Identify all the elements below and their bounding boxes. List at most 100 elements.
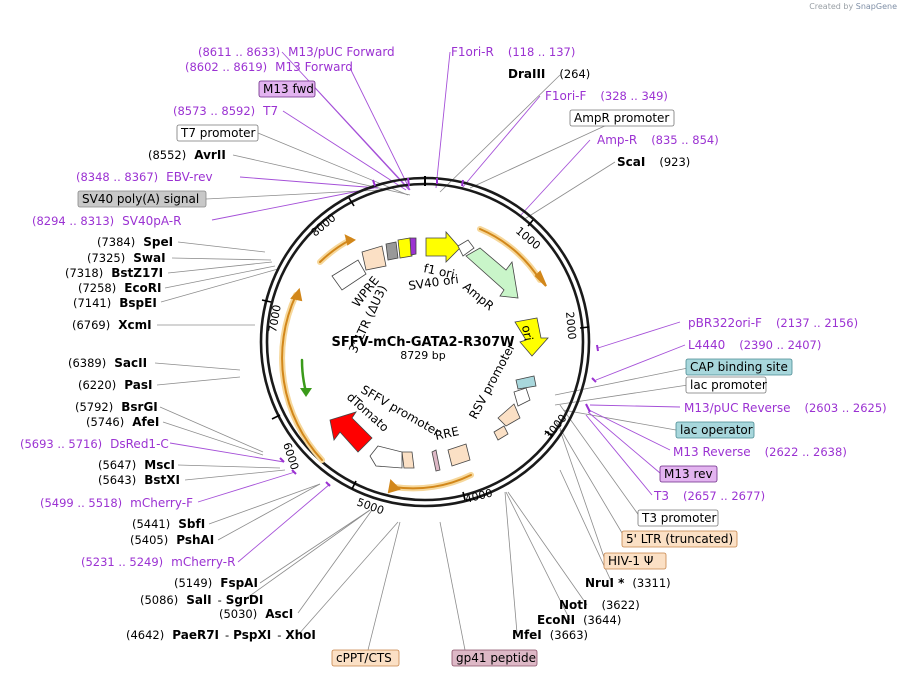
primer-m13puc-forward-name: M13/pUC Forward [288,45,395,59]
site-xcmi-pos: (6769) [72,318,110,332]
site-sacii-pos: (6389) [68,356,106,370]
site-pshai-name: PshAI [176,533,214,547]
site-pasi-name: PasI [124,378,152,392]
primer-m13-forward-pos: (8602 .. 8619) [185,60,267,74]
svg-text:(8611 .. 8633)M13/pUC Forward: (8611 .. 8633) M13/pUC Forward [198,45,395,59]
leader-avrii [232,154,411,196]
svg-text:(8552)AvrII: (8552)AvrII [148,148,226,162]
svg-text:DraIII(264): DraIII(264) [508,67,590,81]
leader-bspei [160,268,279,303]
site-sacii-name: SacII [114,356,147,370]
site-bstz17i-pos: (7318) [65,266,103,280]
box-sv40-polya [77,190,207,208]
tick-8000: 8000 [309,211,339,239]
leader-swai [171,257,272,261]
site-bsrgi-pos: (5792) [75,400,113,414]
primer-sv40pa-r-name: SV40pA-R [122,214,181,228]
site-ecori-pos: (7258) [78,281,116,295]
box-lac-promoter-label: lac promoter [690,378,767,392]
orf-arc-3 [281,294,323,461]
primer-l4440-name: L4440 [688,338,725,352]
site-econi-name: EcoNI [537,613,575,627]
cppt-feature [401,451,415,469]
ori-feature [514,317,549,357]
leader-mcherry-f [197,471,296,503]
site-paer7i-pos: (4642) [126,628,164,642]
box-ampr-promoter [569,109,675,127]
leader-pasi [156,376,241,386]
svg-text:(8294 .. 8313)SV40pA-R: (8294 .. 8313)SV40pA-R [32,214,181,228]
svg-text:(5643)BstXI: (5643)BstXI [98,473,180,487]
svg-text:M13 Reverse(2622 .. 2638): M13 Reverse(2622 .. 2638) [673,445,847,459]
svg-text:(7325)SwaI: (7325)SwaI [87,251,166,265]
orf-arc-1 [479,228,541,281]
primer-tick-mcherry-r [325,481,331,487]
box-hiv-psi-label: HIV-1 Ψ [608,554,653,568]
svg-text:(5792)BsrGI: (5792)BsrGI [75,400,158,414]
primer-amp-r-pos: (835 .. 854) [651,133,719,147]
site-noti-name: NotI [559,598,588,612]
svg-text:EcoNI(3644): EcoNI (3644) [537,613,621,627]
box-m13-rev-label: M13 rev [664,467,713,481]
box-gp41 [451,649,538,667]
leader-ecori [164,265,276,289]
orf-arrowhead-3 [290,287,303,302]
feature-grey [385,241,399,261]
primer-m13-forward-name: M13 Forward [275,60,353,74]
svg-text:F1ori-R(118 .. 137): F1ori-R (118 .. 137) [451,45,575,59]
credit-prefix: Created by [809,2,854,11]
tick-mark-5000 [351,480,357,490]
sv40-ori-feature [397,237,413,259]
box-t3-promoter [637,509,719,527]
primer-m13puc-forward-pos: (8611 .. 8633) [198,45,280,59]
leader-m13-reverse [588,409,671,451]
primer-ticks [279,177,599,487]
svg-text:(6769)XcmI: (6769)XcmI [72,318,152,332]
primer-tick-sv40pa-r [372,179,376,187]
site-nrui-name: NruI * [585,576,625,590]
site-spei-pos: (7384) [97,235,135,249]
box-cppt-label: cPPT/CTS [336,651,392,665]
site-bstz17i-name: BstZ17I [111,266,163,280]
tick-mark-6000 [271,414,281,420]
leader-ampr-promoter [469,117,623,189]
leader-sv40pa-r [211,187,375,221]
site-econi-pos: (3644) [583,613,621,627]
site-mfei-pos: (3663) [550,628,588,642]
primer-ebv-rev-pos: (8348 .. 8367) [76,170,158,184]
site-noti-pos: (3622) [602,598,640,612]
primer-tick-mcherry-f [291,469,297,475]
primer-f1ori-r-name: F1ori-R [451,45,494,59]
primer-f1ori-r-pos: (118 .. 137) [508,45,576,59]
primer-dsred1-c-name: DsRed1-C [110,437,169,451]
svg-text:NotI(3622): NotI (3622) [559,598,640,612]
dtomato-feature [329,411,373,453]
orf-arrowheads [290,234,547,494]
leader-sv40pa [205,189,381,200]
site-avrii-name: AvrII [194,148,226,162]
svg-text:MfeI(3663): MfeI(3663) [512,628,588,642]
primer-t7-name: T7 [262,104,278,118]
leader-gp41 [439,521,466,651]
site-bspei-name: BspEI [119,296,157,310]
leader-t3-promoter [559,404,641,518]
svg-text:(5746)AfeI: (5746)AfeI [86,415,159,429]
svg-text:pBR322ori-F(2137 .. 2156): pBR322ori-F(2137 .. 2156) [688,316,858,330]
site-scai-name: ScaI [617,155,645,169]
leader-sali [243,509,371,601]
tick-4000: 4000 [464,487,494,506]
site-msci-name: MscI [144,458,175,472]
leader-bstz17i [167,261,273,274]
leader-dsred1-c [169,442,285,463]
site-sgrdi-name: SgrDI [226,593,264,607]
orf-arc-2 [393,474,472,490]
svg-text:(5441)SbfI: (5441)SbfI [132,517,205,531]
site-pspxi-name: PspXI [233,628,271,642]
site-sali-pos: (5086) [140,593,178,607]
site-afei-pos: (5746) [86,415,124,429]
primer-pbr322ori-f-pos: (2137 .. 2156) [776,316,858,330]
primer-mcherry-r-name: mCherry-R [171,555,235,569]
site-pasi-pos: (6220) [78,378,116,392]
site-fspai-name: FspAI [220,576,258,590]
svg-text:(5499 .. 5518)mCherry-F: (5499 .. 5518)mCherry-F [40,496,193,510]
